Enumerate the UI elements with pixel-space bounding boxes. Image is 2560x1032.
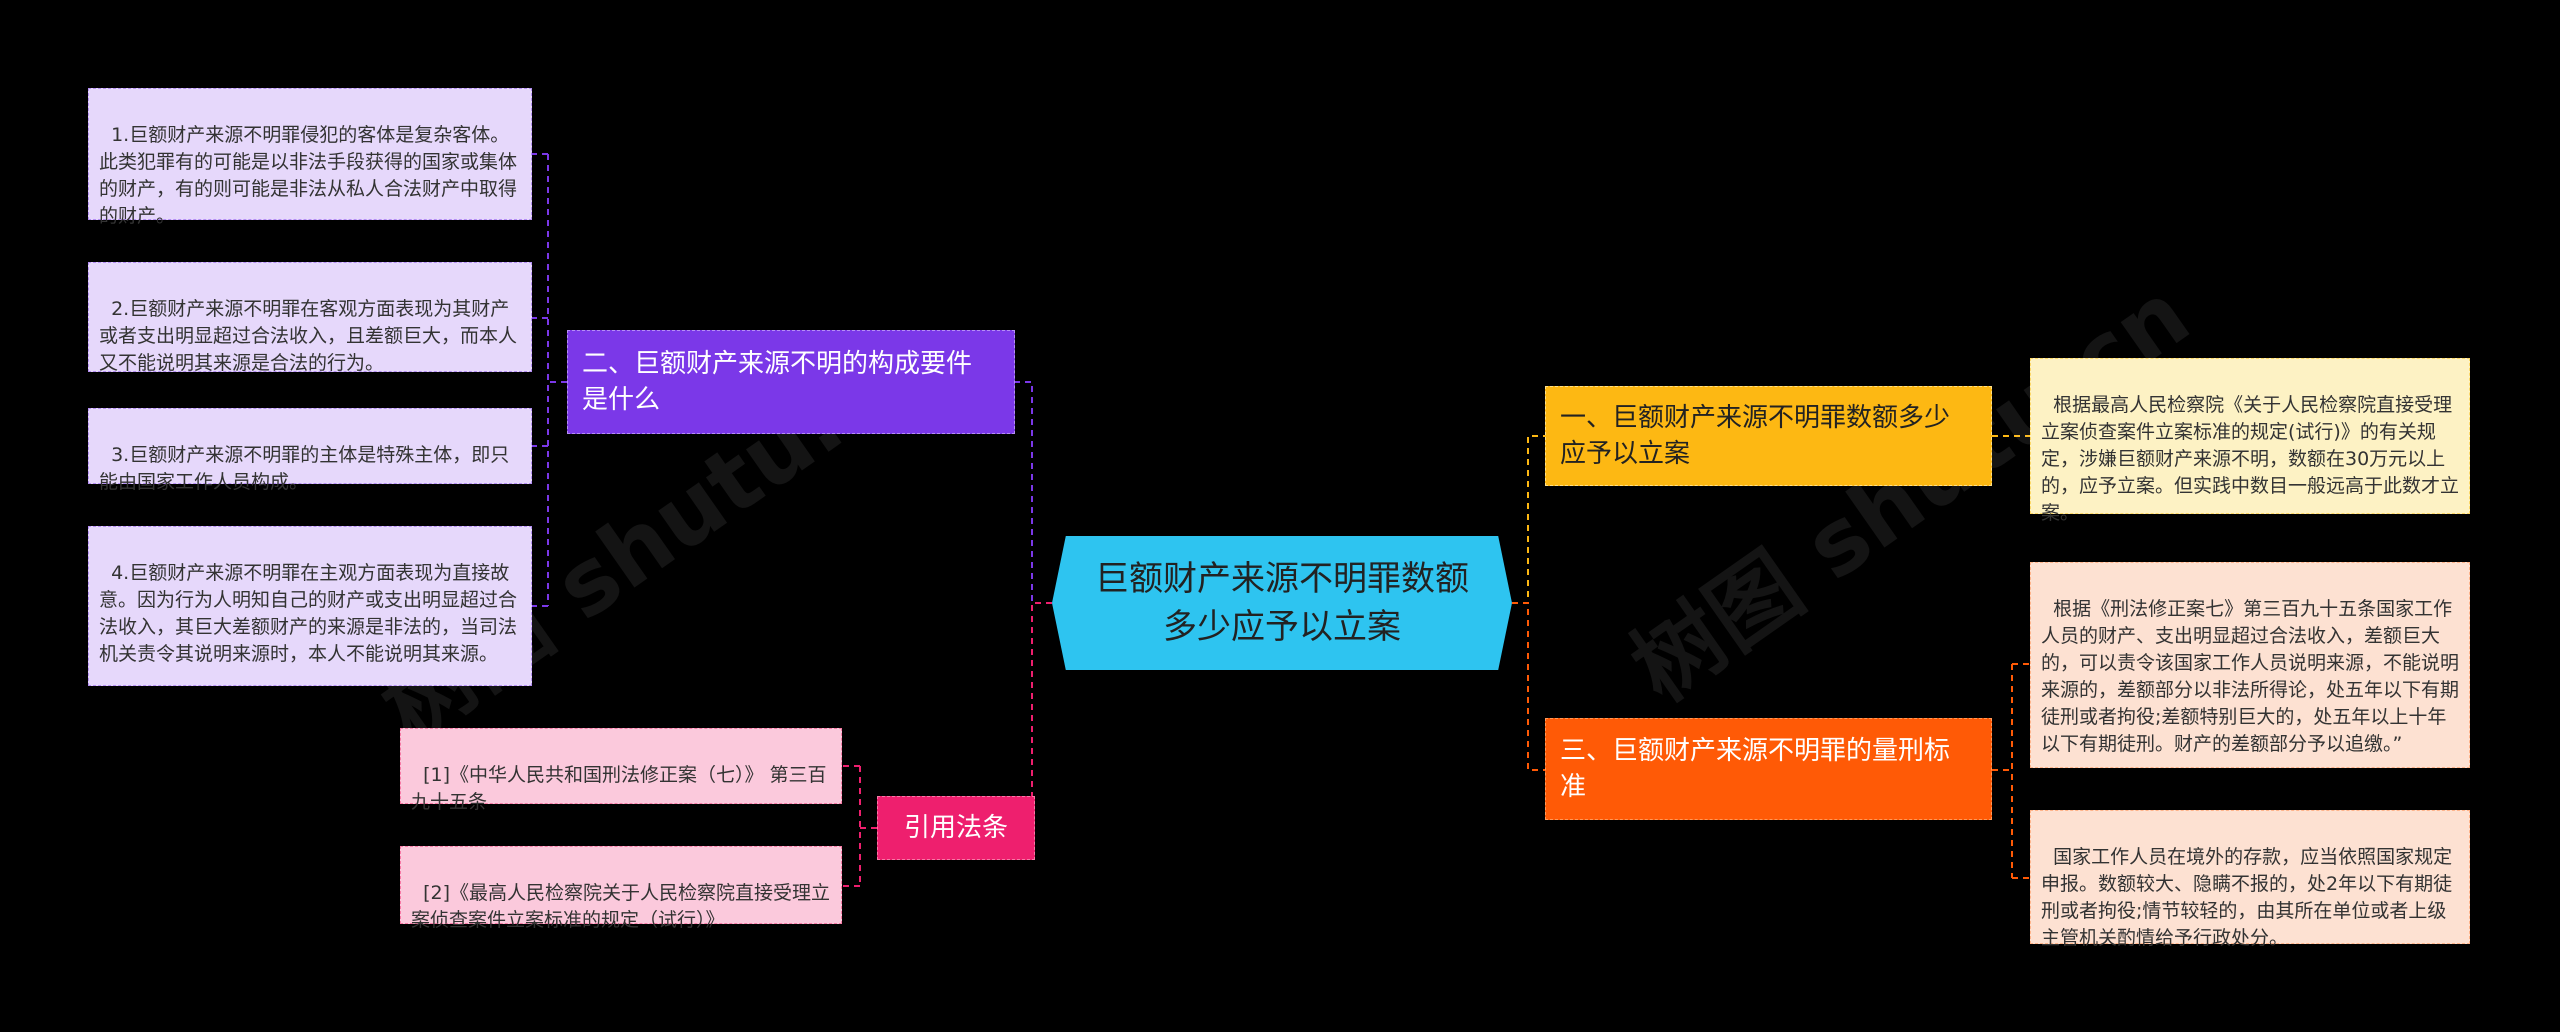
branch-components-label: 二、巨额财产来源不明的构成要件 是什么 xyxy=(582,349,973,415)
branch-citations[interactable]: 引用法条 xyxy=(877,796,1035,860)
leaf-components-1-text: 1.巨额财产来源不明罪侵犯的客体是复杂客体。此类犯罪有的可能是以非法手段获得的国… xyxy=(99,124,518,227)
leaf-components-2[interactable]: 2.巨额财产来源不明罪在客观方面表现为其财产或者支出明显超过合法收入，且差额巨大… xyxy=(88,262,532,374)
link-root-sentencing xyxy=(1512,602,1545,771)
branch-filing-threshold-label: 一、巨额财产来源不明罪数额多少 应予以立案 xyxy=(1560,403,1951,469)
branch-sentencing[interactable]: 三、巨额财产来源不明罪的量刑标 准 xyxy=(1545,718,1992,820)
leaf-sentencing-2[interactable]: 国家工作人员在境外的存款，应当依照国家规定申报。数额较大、隐瞒不报的，处2年以下… xyxy=(2030,810,2470,949)
leaf-components-3-text: 3.巨额财产来源不明罪的主体是特殊主体，即只能由国家工作人员构成。 xyxy=(99,444,510,493)
leaf-filing-1-text: 根据最高人民检察院《关于人民检察院直接受理立案侦查案件立案标准的规定(试行)》的… xyxy=(2041,394,2460,524)
leaf-sentencing-1-text: 根据《刑法修正案七》第三百九十五条国家工作人员的财产、支出明显超过合法收入，差额… xyxy=(2041,598,2460,755)
leaf-filing-1[interactable]: 根据最高人民检察院《关于人民检察院直接受理立案侦查案件立案标准的规定(试行)》的… xyxy=(2030,358,2470,524)
leaf-components-2-text: 2.巨额财产来源不明罪在客观方面表现为其财产或者支出明显超过合法收入，且差额巨大… xyxy=(99,298,518,374)
link-root-filing xyxy=(1512,435,1545,604)
leaf-sentencing-1[interactable]: 根据《刑法修正案七》第三百九十五条国家工作人员的财产、支出明显超过合法收入，差额… xyxy=(2030,562,2470,768)
leaf-citation-2[interactable]: [2]《最高人民检察院关于人民检察院直接受理立案侦查案件立案标准的规定（试行）》 xyxy=(400,846,842,931)
link-components-leaves xyxy=(532,153,567,607)
leaf-citation-2-text: [2]《最高人民检察院关于人民检察院直接受理立案侦查案件立案标准的规定（试行）》 xyxy=(411,882,831,931)
link-root-components xyxy=(1015,381,1052,604)
link-citations-leaves xyxy=(842,765,877,887)
root-topic-label: 巨额财产来源不明罪数额 多少应予以立案 xyxy=(1095,559,1469,647)
link-sentencing-leaves xyxy=(1992,663,2030,879)
link-root-citations xyxy=(1031,602,1052,829)
leaf-components-1[interactable]: 1.巨额财产来源不明罪侵犯的客体是复杂客体。此类犯罪有的可能是以非法手段获得的国… xyxy=(88,88,532,227)
branch-citations-label: 引用法条 xyxy=(903,813,1008,843)
leaf-components-4[interactable]: 4.巨额财产来源不明罪在主观方面表现为直接故意。因为行为人明知自己的财产或支出明… xyxy=(88,526,532,686)
root-topic[interactable]: 巨额财产来源不明罪数额 多少应予以立案 xyxy=(1052,536,1512,670)
leaf-citation-1[interactable]: [1]《中华人民共和国刑法修正案（七）》 第三百九十五条 xyxy=(400,728,842,813)
leaf-components-3[interactable]: 3.巨额财产来源不明罪的主体是特殊主体，即只能由国家工作人员构成。 xyxy=(88,408,532,493)
leaf-sentencing-2-text: 国家工作人员在境外的存款，应当依照国家规定申报。数额较大、隐瞒不报的，处2年以下… xyxy=(2041,846,2453,949)
leaf-components-4-text: 4.巨额财产来源不明罪在主观方面表现为直接故意。因为行为人明知自己的财产或支出明… xyxy=(99,562,518,665)
branch-components[interactable]: 二、巨额财产来源不明的构成要件 是什么 xyxy=(567,330,1015,434)
leaf-citation-1-text: [1]《中华人民共和国刑法修正案（七）》 第三百九十五条 xyxy=(411,764,827,813)
branch-sentencing-label: 三、巨额财产来源不明罪的量刑标 准 xyxy=(1560,736,1951,802)
branch-filing-threshold[interactable]: 一、巨额财产来源不明罪数额多少 应予以立案 xyxy=(1545,386,1992,486)
